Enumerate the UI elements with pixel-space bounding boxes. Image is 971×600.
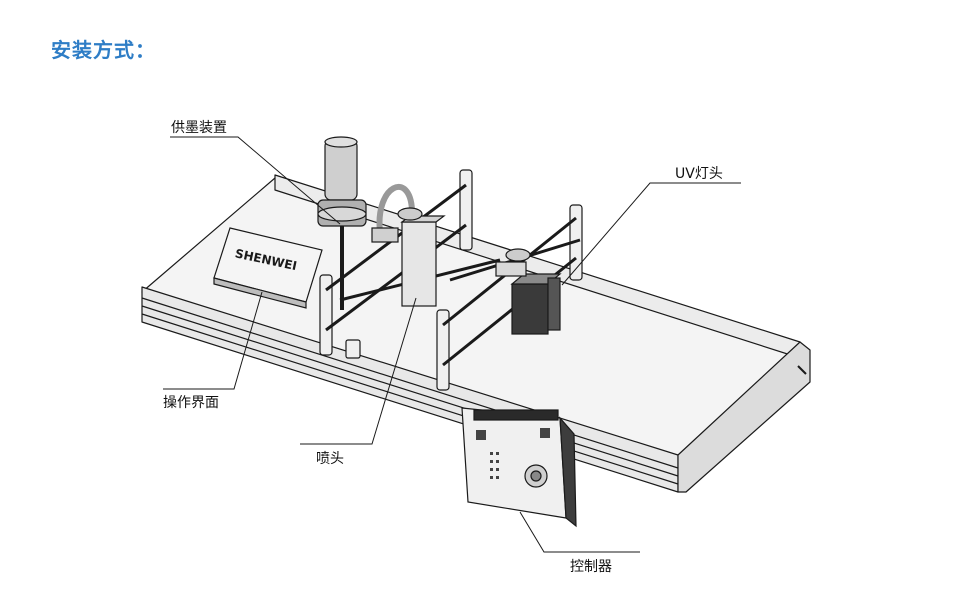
uv-lamp-head (495, 248, 562, 335)
callout-print-head: 喷头 (316, 451, 344, 467)
conveyor-end (677, 341, 811, 493)
controller-box (461, 407, 577, 528)
leader-operation-panel (163, 291, 263, 390)
right-gantry-post-front (436, 309, 450, 391)
callout-operation-panel: 操作界面 (163, 395, 219, 411)
ink-supply-device (317, 136, 415, 310)
operation-panel: SHENWEI (213, 227, 323, 309)
leader-uv-lamp (561, 182, 741, 286)
callout-controller: 控制器 (570, 559, 612, 575)
callout-uv-lamp: UV灯头 (675, 166, 723, 182)
section-heading: 安装方式： (51, 38, 156, 62)
leader-ink-supply (170, 136, 341, 225)
leader-print-head (300, 297, 417, 445)
leader-controller (519, 511, 640, 553)
left-gantry-post-front (319, 274, 333, 356)
callout-ink-supply: 供墨装置 (171, 120, 227, 136)
print-head (371, 207, 446, 307)
left-gantry-post-back (459, 169, 473, 251)
